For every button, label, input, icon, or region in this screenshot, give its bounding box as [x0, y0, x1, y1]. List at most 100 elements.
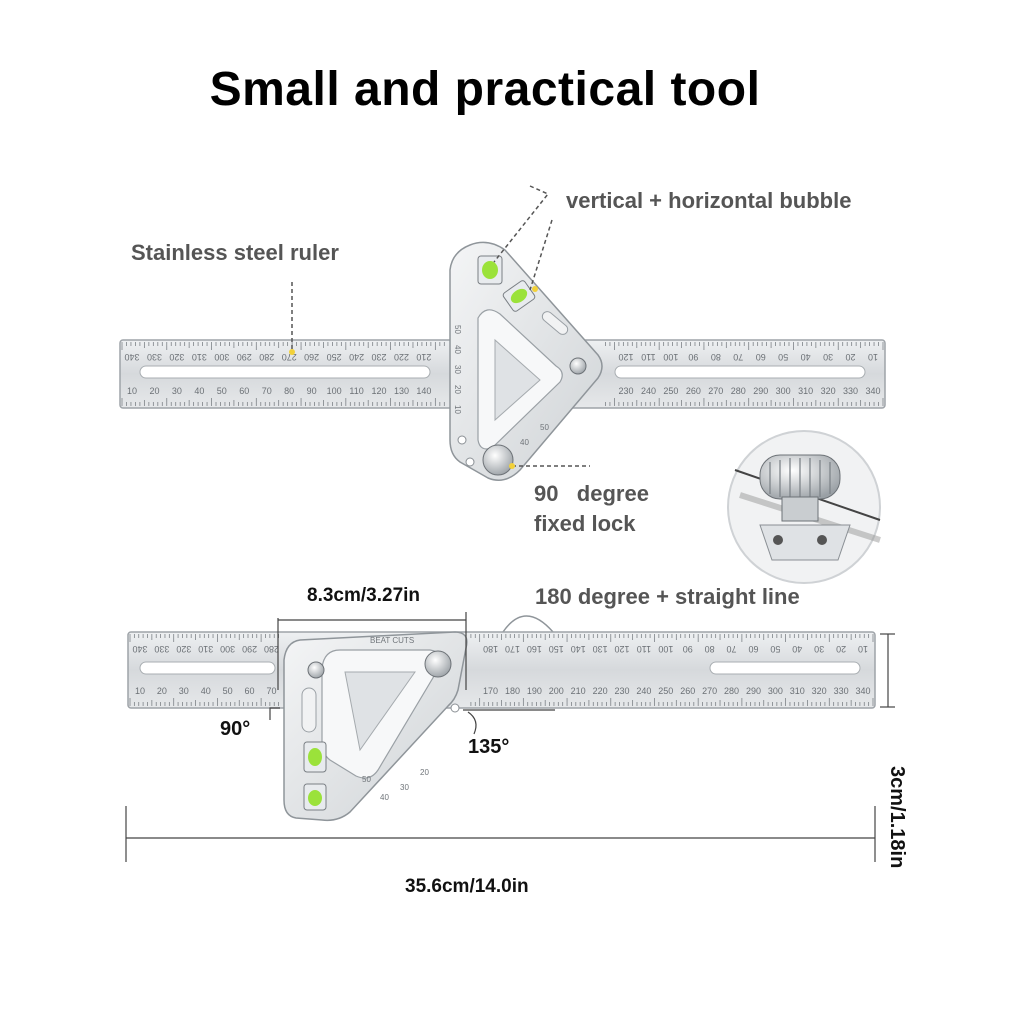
- dimension-lines: [125, 612, 895, 862]
- dimension-total-length: 35.6cm/14.0in: [405, 876, 529, 897]
- ruler-number: 330: [154, 644, 169, 654]
- ruler-number: 260: [680, 686, 695, 696]
- ruler-number: 70: [727, 644, 737, 654]
- ruler-number: 340: [865, 386, 880, 396]
- ruler-number: 160: [527, 644, 542, 654]
- knob-detail-inset: [727, 430, 881, 584]
- ruler-number: 200: [549, 686, 564, 696]
- ruler-number: 90: [688, 352, 698, 362]
- ruler-number: 50: [778, 352, 788, 362]
- ruler-number: 340: [132, 644, 147, 654]
- ruler-number: 60: [756, 352, 766, 362]
- ruler-number: 260: [304, 352, 319, 362]
- svg-text:30: 30: [453, 365, 462, 374]
- svg-text:50: 50: [540, 423, 549, 432]
- ruler-number: 110: [349, 386, 363, 396]
- ruler-number: 240: [641, 386, 656, 396]
- ruler-number: 90: [307, 386, 317, 396]
- svg-text:40: 40: [380, 793, 389, 802]
- svg-text:40: 40: [453, 345, 462, 354]
- ruler-number: 50: [770, 644, 780, 654]
- ruler-number: 80: [705, 644, 715, 654]
- ruler-number: 300: [776, 386, 791, 396]
- ruler-number: 10: [135, 686, 145, 696]
- ruler-number: 190: [527, 686, 542, 696]
- ruler-number: 90: [683, 644, 693, 654]
- ruler-number: 130: [394, 386, 409, 396]
- ruler-number: 30: [814, 644, 824, 654]
- ruler-number: 210: [416, 352, 431, 362]
- ruler-number: 60: [748, 644, 758, 654]
- callout-lines-top: [291, 185, 590, 467]
- ruler-number: 80: [711, 352, 721, 362]
- svg-text:30: 30: [400, 783, 409, 792]
- ruler-number: 280: [731, 386, 746, 396]
- ruler-number: 270: [282, 352, 297, 362]
- ruler-number: 270: [702, 686, 717, 696]
- svg-text:50: 50: [362, 775, 371, 784]
- ruler-number: 310: [790, 686, 805, 696]
- ruler-number: 290: [746, 686, 761, 696]
- svg-text:10: 10: [453, 405, 462, 414]
- ruler-number: 70: [266, 686, 276, 696]
- callout-bubble: vertical + horizontal bubble: [566, 188, 852, 213]
- ruler-number: 150: [549, 644, 564, 654]
- svg-text:50: 50: [453, 325, 462, 334]
- ruler-number: 20: [149, 386, 159, 396]
- ruler-number: 230: [614, 686, 629, 696]
- ruler-number: 30: [172, 386, 182, 396]
- ruler-number: 340: [124, 352, 139, 362]
- ruler-number: 320: [176, 644, 191, 654]
- ruler-number: 280: [264, 644, 279, 654]
- ruler-number: 330: [843, 386, 858, 396]
- ruler-number: 110: [641, 352, 655, 362]
- ruler-number: 10: [127, 386, 137, 396]
- dimension-angle-90: 90°: [220, 718, 251, 740]
- ruler-number: 70: [733, 352, 743, 362]
- ruler-number: 320: [812, 686, 827, 696]
- ruler-number: 130: [593, 644, 608, 654]
- ruler-number: 80: [284, 386, 294, 396]
- ruler-number: 60: [239, 386, 249, 396]
- ruler-number: 40: [792, 644, 802, 654]
- top-triangle-plate: 50 40 30 20 10 40 50 60: [449, 241, 603, 481]
- bottom-ruler-ticks: [129, 634, 874, 706]
- ruler-number: 310: [798, 386, 813, 396]
- svg-text:20: 20: [453, 385, 462, 394]
- ruler-number: 310: [192, 352, 207, 362]
- ruler-number: 270: [708, 386, 723, 396]
- ruler-number: 170: [483, 686, 498, 696]
- ruler-number: 340: [855, 686, 870, 696]
- ruler-number: 300: [214, 352, 229, 362]
- svg-text:BEAT CUTS: BEAT CUTS: [370, 636, 414, 645]
- dimension-triangle-width: 8.3cm/3.27in: [307, 585, 421, 606]
- page-title: Small and practical tool: [209, 63, 761, 116]
- callout-ruler: Stainless steel ruler: [131, 240, 339, 265]
- ruler-number: 240: [636, 686, 651, 696]
- knob-icon: [424, 650, 452, 678]
- ruler-number: 240: [349, 352, 364, 362]
- ruler-number: 30: [823, 352, 833, 362]
- callout-lock-line2: fixed lock: [534, 511, 636, 536]
- ruler-number: 300: [220, 644, 235, 654]
- ruler-number: 180: [505, 686, 520, 696]
- ruler-number: 210: [571, 686, 586, 696]
- ruler-number: 250: [327, 352, 342, 362]
- ruler-number: 280: [259, 352, 274, 362]
- ruler-number: 100: [327, 386, 342, 396]
- ruler-number: 100: [658, 644, 673, 654]
- ruler-number: 230: [618, 386, 633, 396]
- top-ruler-ticks: [121, 342, 884, 406]
- ruler-number: 20: [836, 644, 846, 654]
- ruler-number: 330: [834, 686, 849, 696]
- svg-text:40: 40: [520, 438, 529, 447]
- dimension-angle-135: 135°: [468, 736, 510, 758]
- ruler-number: 40: [801, 352, 811, 362]
- ruler-number: 50: [223, 686, 233, 696]
- ruler-number: 300: [768, 686, 783, 696]
- ruler-number: 180: [483, 644, 498, 654]
